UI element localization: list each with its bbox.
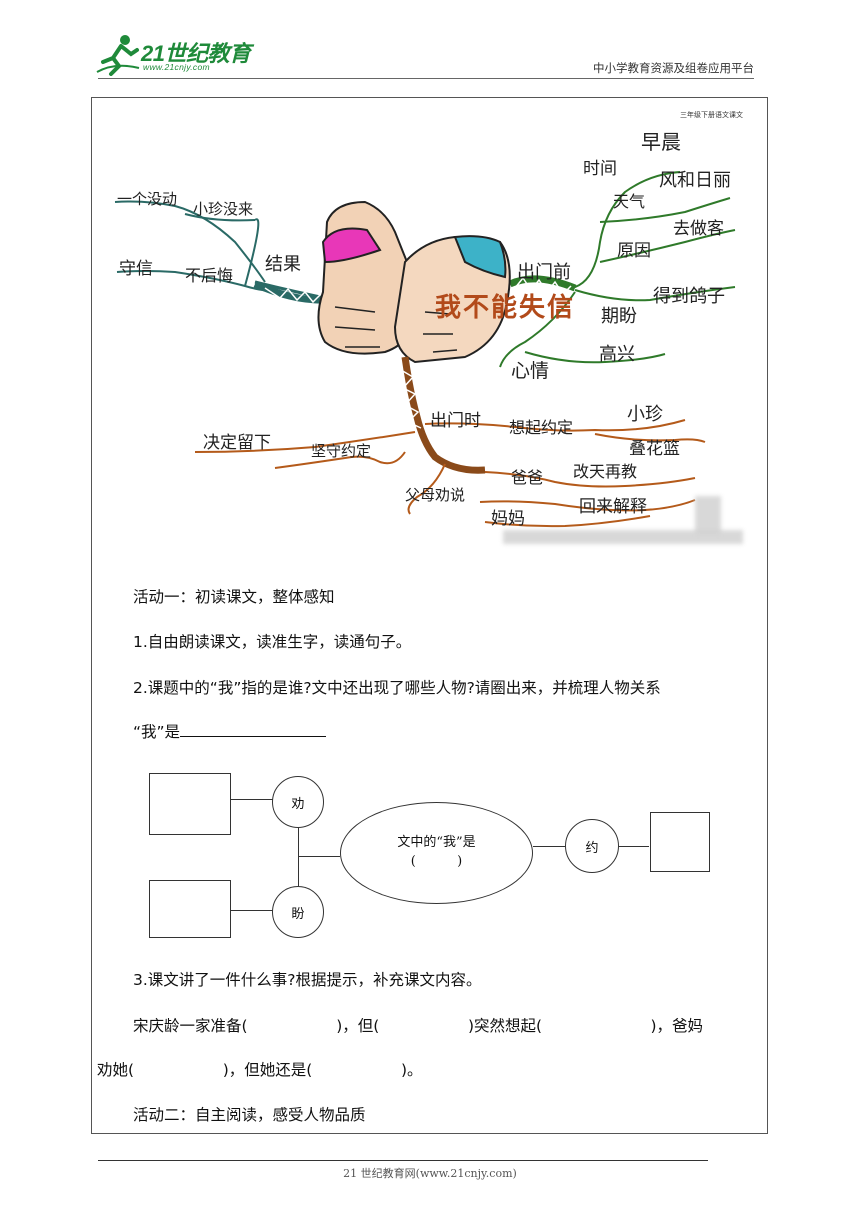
relation-quan-circle: 劝	[272, 776, 324, 828]
task-item-2: 2.课题中的“我”指的是谁?文中还出现了哪些人物?请圈出来，并梳理人物关系	[133, 679, 661, 697]
label-dedao-gezi: 得到鸽子	[653, 286, 725, 307]
activity-one-heading: 活动一：初读课文，整体感知	[133, 588, 335, 606]
footer-text: 21 世纪教育网(www.21cnjy.com)	[343, 1167, 517, 1180]
center-label: 文中的“我”是	[397, 835, 476, 850]
mind-map-title: 我不能失信	[435, 293, 576, 323]
center-wo-ellipse[interactable]: 文中的“我”是 ( )	[340, 802, 533, 904]
label-fumu-quanshuo: 父母劝说	[405, 486, 466, 504]
label-xiangqi-yueding: 想起约定	[509, 418, 574, 437]
header-divider	[98, 78, 754, 79]
label-chumen-qian: 出门前	[517, 262, 571, 283]
label-tianqi: 天气	[613, 192, 646, 211]
label-gaoxing: 高兴	[599, 344, 635, 365]
mind-map-drawing	[114, 171, 736, 528]
label-chumen-shi: 出门时	[430, 411, 481, 431]
label-mama: 妈妈	[491, 509, 525, 529]
label-buhouhui: 不后悔	[185, 266, 234, 285]
task-item-1: 1.自由朗读课文，读准生字，读通句子。	[133, 633, 412, 651]
wo-shi-label: “我”是	[133, 723, 181, 741]
footer-divider	[98, 1160, 708, 1161]
label-qipan: 期盼	[601, 306, 637, 327]
page-header: 21世纪教育 www.21cnjy.com 中小学教育资源及组卷应用平台	[0, 0, 860, 90]
site-logo: 21世纪教育 www.21cnjy.com	[95, 32, 265, 78]
label-yuanyin: 原因	[617, 241, 651, 261]
blurred-watermark	[503, 530, 743, 544]
header-slogan: 中小学教育资源及组卷应用平台	[593, 61, 754, 75]
label-quzuoke: 去做客	[673, 219, 724, 239]
label-shijian: 时间	[583, 159, 617, 179]
label-baba: 爸爸	[511, 468, 544, 487]
relation-yue-circle: 约	[565, 819, 619, 873]
activity-two-heading: 活动二：自主阅读，感受人物品质	[133, 1106, 366, 1124]
label-gaitian-zaijiao: 改天再教	[573, 462, 638, 481]
wo-shi-blank[interactable]	[180, 724, 327, 737]
label-yige-meidong: 一个没动	[117, 190, 178, 208]
label-huilai-jieshi: 回来解释	[579, 497, 647, 517]
label-zaochen: 早晨	[641, 130, 681, 154]
blurred-qr-code	[695, 496, 721, 534]
mind-map-image: 三年级下册语文课文	[105, 102, 755, 552]
label-die-hualan: 叠花篮	[629, 439, 680, 459]
logo-url: www.21cnjy.com	[143, 62, 210, 72]
label-xiaozhen-meilai: 小珍没来	[193, 200, 254, 218]
person-box-right[interactable]	[650, 812, 710, 872]
fill-in-line-2: 劝她( )，但她还是( )。	[97, 1061, 423, 1079]
logo-text: 21世纪教育	[141, 41, 251, 66]
label-fenghe-rili: 风和日丽	[659, 170, 731, 191]
mind-map-corner-label: 三年级下册语文课文	[680, 111, 743, 119]
content-frame	[91, 97, 768, 1134]
wo-shi-line: “我”是	[133, 720, 327, 742]
task-item-3: 3.课文讲了一件什么事?根据提示，补充课文内容。	[133, 971, 482, 989]
label-jueding-liuxia: 决定留下	[203, 433, 271, 453]
runner-logo-icon	[96, 35, 140, 76]
person-box-bottom-left[interactable]	[149, 880, 231, 938]
label-jieguo: 结果	[265, 254, 301, 275]
label-xinqing: 心情	[511, 360, 550, 382]
label-xiaozhen: 小珍	[627, 404, 663, 425]
label-jianshou-yueding: 坚守约定	[311, 442, 372, 460]
relation-pan-circle: 盼	[272, 886, 324, 938]
fill-in-line-1: 宋庆龄一家准备( )，但( )突然想起( )，爸妈	[133, 1017, 704, 1035]
label-shouxin: 守信	[119, 259, 153, 279]
person-box-top-left[interactable]	[149, 773, 231, 835]
center-blank: ( )	[410, 854, 463, 869]
relationship-diagram: 劝 盼 约 文中的“我”是 ( )	[145, 762, 715, 944]
